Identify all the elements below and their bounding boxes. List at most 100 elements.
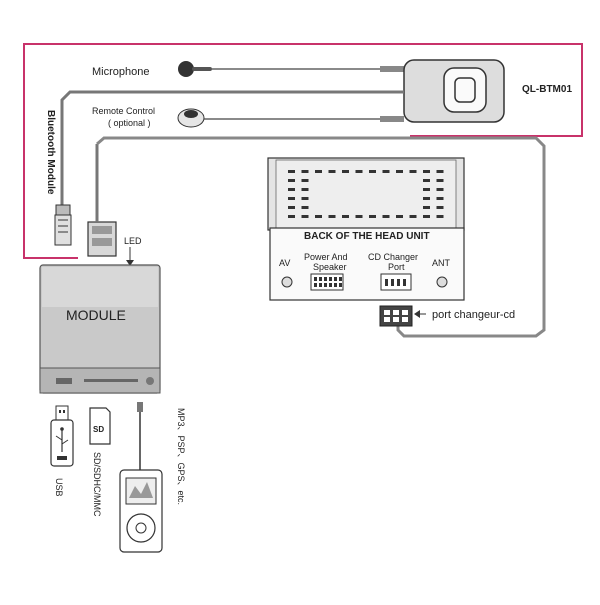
bluetooth-box-icon (403, 59, 505, 123)
led-label: LED (124, 236, 142, 246)
vent-slot (436, 179, 444, 182)
port-changeur-label: port changeur-cd (432, 309, 515, 321)
sd-card-icon: SD (89, 407, 111, 445)
mp3-player-icon (119, 469, 163, 553)
power-pin (324, 277, 327, 281)
vent-slot (342, 215, 349, 218)
aux-plug (137, 402, 143, 412)
vent-slot (436, 170, 444, 173)
power-port-label-line2: Speaker (313, 262, 347, 272)
sd-card-glyph: SD (93, 425, 104, 434)
head-unit-title: BACK OF THE HEAD UNIT (304, 231, 430, 242)
microphone-plug (380, 66, 404, 72)
vent-slot (396, 215, 403, 218)
bluetooth-box-label: QL-BTM01 (522, 84, 572, 95)
head-unit-vent-grid (288, 170, 444, 218)
vent-slot (423, 179, 430, 182)
vent-slot (301, 179, 309, 182)
mp3-label: MP3、PSP、GPS、etc. (176, 408, 186, 505)
connector-icon (87, 221, 117, 257)
led-arrow-head (126, 260, 134, 266)
power-pin (339, 283, 342, 287)
usb-stick-icon (50, 405, 74, 467)
module-label: MODULE (66, 307, 126, 323)
av-port-label: AV (279, 258, 290, 268)
bluetooth-section-frame (23, 43, 583, 259)
vent-slot (288, 179, 295, 182)
microphone-label: Microphone (92, 66, 149, 78)
head-unit-back (267, 157, 465, 301)
power-pin (324, 283, 327, 287)
power-pin (329, 283, 332, 287)
cd-changer-plug-icon (379, 305, 413, 327)
power-pin (329, 277, 332, 281)
vent-slot (288, 215, 295, 218)
cd-port-label-line1: CD Changer (368, 252, 418, 262)
vent-slot (369, 170, 376, 173)
cd-pin (397, 279, 400, 286)
power-port-label-line1: Power And (304, 252, 348, 262)
vent-slot (355, 170, 363, 173)
microphone-icon (178, 61, 212, 77)
vent-slot (301, 188, 309, 191)
vent-slot (342, 170, 349, 173)
vent-slot (436, 188, 444, 191)
power-pin (339, 277, 342, 281)
power-pin (319, 277, 322, 281)
vent-slot (288, 188, 295, 191)
usb-label: USB (54, 478, 64, 497)
vent-slot (423, 188, 430, 191)
ant-port (436, 276, 448, 288)
module-box (39, 264, 161, 394)
cd-port-label-line2: Port (388, 262, 405, 272)
power-pin (334, 277, 337, 281)
vent-slot (423, 170, 430, 173)
vent-slot (301, 215, 309, 218)
av-port (281, 276, 293, 288)
connector-icon (54, 204, 72, 246)
vent-slot (382, 170, 390, 173)
remote-control-optional-label: ( optional ) (108, 118, 151, 128)
power-speaker-port (310, 273, 344, 291)
vent-slot (301, 206, 309, 209)
module-aux-jack (146, 377, 154, 385)
vent-slot (328, 170, 336, 173)
vent-slot (423, 197, 430, 200)
cd-pin (403, 279, 406, 286)
power-pin (314, 277, 317, 281)
remote-control-plug (380, 116, 404, 122)
cd-changer-pins (385, 279, 406, 286)
power-pin (334, 283, 337, 287)
vent-slot (301, 170, 309, 173)
vent-slot (423, 215, 430, 218)
vent-slot (315, 215, 322, 218)
vent-slot (328, 215, 336, 218)
vent-slot (369, 215, 376, 218)
vent-slot (288, 197, 295, 200)
module-card-slot (84, 379, 138, 382)
ant-port-label: ANT (432, 258, 451, 268)
vent-slot (436, 197, 444, 200)
vent-slot (288, 170, 295, 173)
vent-slot (436, 215, 444, 218)
vent-slot (315, 170, 322, 173)
vent-slot (436, 206, 444, 209)
vent-slot (288, 206, 295, 209)
bluetooth-module-vertical-label: Bluetooth Module (45, 110, 56, 195)
remote-control-label: Remote Control (92, 106, 155, 116)
vent-slot (301, 197, 309, 200)
vent-slot (409, 215, 417, 218)
power-pin (319, 283, 322, 287)
cd-pin (391, 279, 394, 286)
vent-slot (423, 206, 430, 209)
cd-changer-cable (96, 136, 546, 338)
vent-slot (409, 170, 417, 173)
port-changeur-arrow-head (414, 310, 420, 318)
power-pin (314, 283, 317, 287)
module-usb-slot (56, 378, 72, 384)
vent-slot (382, 215, 390, 218)
bluetooth-cable (60, 90, 404, 205)
sd-label: SD/SDHC/MMC (92, 452, 102, 517)
